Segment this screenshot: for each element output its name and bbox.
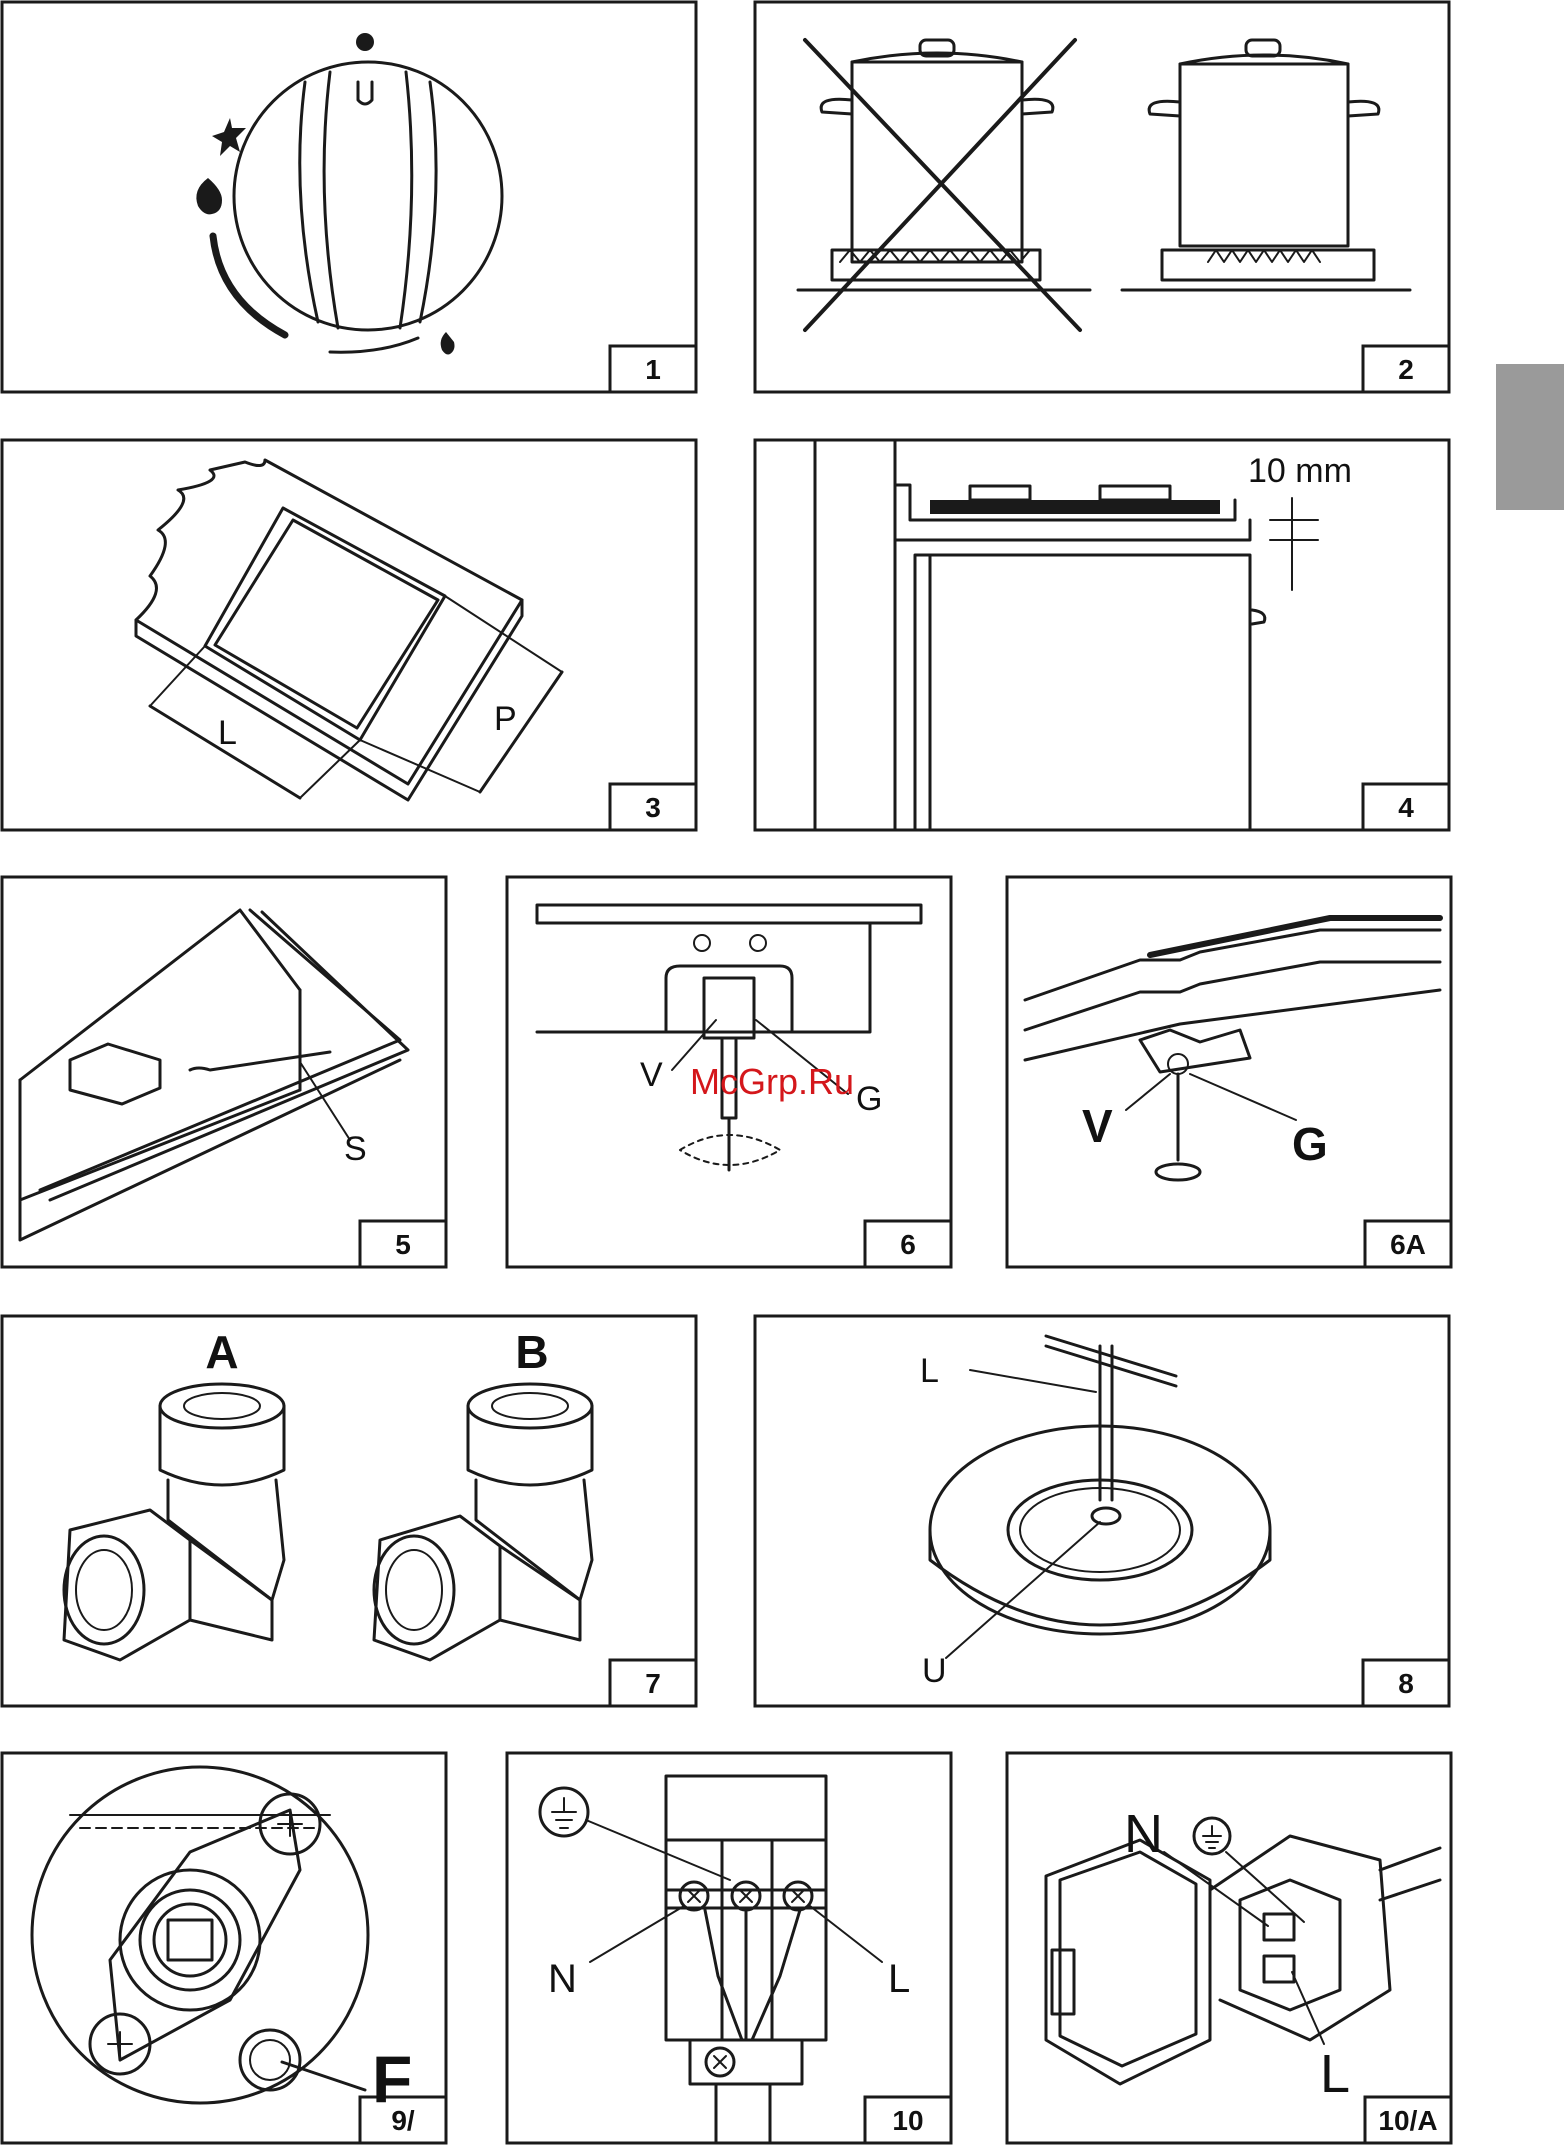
figure-4: 4 10 mm xyxy=(755,440,1449,830)
label-B: B xyxy=(515,1326,548,1378)
figure-6: 6 V G McGrp.Ru xyxy=(507,877,951,1267)
label-F: F xyxy=(372,2042,412,2116)
label-G: G xyxy=(856,1080,882,1118)
figure-number: 5 xyxy=(395,1229,411,1260)
figure-8: 8 L U xyxy=(755,1316,1449,1706)
section-tab xyxy=(1496,364,1564,510)
figure-number: 10/A xyxy=(1378,2105,1437,2136)
label-L: L xyxy=(888,1957,910,2001)
label-V: V xyxy=(640,1056,663,1094)
figure-number: 4 xyxy=(1398,792,1414,823)
figure-10: 10 N L xyxy=(507,1753,951,2143)
figure-10A: 10/A N L xyxy=(1007,1753,1451,2143)
figure-number: 2 xyxy=(1398,354,1414,385)
figure-3: 3 L P xyxy=(2,440,696,830)
figure-number: 6 xyxy=(900,1229,916,1260)
figure-2: 2 xyxy=(755,2,1449,392)
label-N: N xyxy=(1124,1804,1163,1864)
label-S: S xyxy=(344,1130,367,1168)
figure-number: 3 xyxy=(645,792,661,823)
figure-5: 5 S xyxy=(2,877,446,1267)
label-L: L xyxy=(1320,2044,1350,2104)
label-U: U xyxy=(922,1652,947,1690)
figure-1: 1 xyxy=(2,2,696,392)
figure-number: 1 xyxy=(645,354,661,385)
label-10mm: 10 mm xyxy=(1248,452,1352,490)
figure-7: 7 A B xyxy=(2,1316,696,1706)
figure-number: 8 xyxy=(1398,1668,1414,1699)
figure-number: 10 xyxy=(892,2105,923,2136)
watermark: McGrp.Ru xyxy=(690,1061,854,1102)
label-N: N xyxy=(548,1957,577,2001)
label-L: L xyxy=(218,714,237,752)
label-V: V xyxy=(1082,1100,1113,1152)
label-G: G xyxy=(1292,1118,1328,1170)
label-L: L xyxy=(920,1352,939,1390)
figure-9: 9/ F xyxy=(2,1753,446,2143)
figure-number: 6A xyxy=(1390,1229,1426,1260)
figure-number: 7 xyxy=(645,1668,661,1699)
label-A: A xyxy=(205,1326,238,1378)
figure-6A: 6A V G xyxy=(1007,877,1451,1267)
label-P: P xyxy=(494,700,517,738)
